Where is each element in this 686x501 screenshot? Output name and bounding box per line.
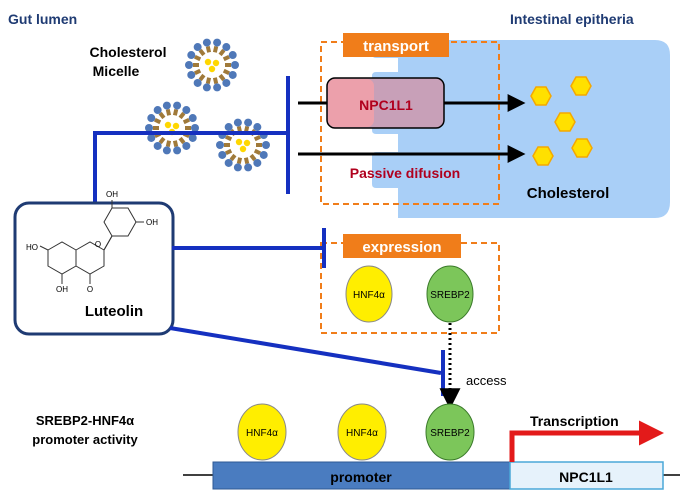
promoter-hnf4a-2 [337, 403, 387, 461]
micelle-label-line1: Cholesterol [89, 44, 166, 60]
transcription-arrow [509, 420, 664, 462]
micelle-2 [145, 101, 199, 155]
cholesterol-hexagon-4 [532, 146, 554, 166]
promoter-srebp2-label: SREBP2 [430, 428, 470, 439]
transcription-label: Transcription [530, 413, 619, 429]
npc1l1-left-tint [328, 79, 374, 127]
promoter-activity-line2: promoter activity [32, 432, 138, 447]
transport-title: transport [363, 38, 429, 55]
npc1l1-label: NPC1L1 [359, 97, 413, 113]
micelle-1 [185, 38, 239, 92]
micelle-label-line2: Micelle [93, 63, 140, 79]
promoter-label: promoter [330, 469, 392, 485]
luteolin-box [13, 201, 175, 336]
promoter-hnf4a-1-label: HNF4α [246, 428, 278, 439]
expression-srebp2 [426, 265, 474, 323]
luteolin-atom-ho: HO [26, 243, 38, 252]
promoter-hnf4a-1 [237, 403, 287, 461]
luteolin-atom-o1: O [95, 240, 101, 249]
cholesterol-hexagon-3 [554, 112, 576, 132]
passive-diffusion-label: Passive difusion [350, 165, 460, 181]
promoter-activity-line1: SREBP2-HNF4α [36, 413, 134, 428]
luteolin-atom-oh1: OH [106, 190, 118, 199]
micelle-3 [216, 118, 270, 172]
luteolin-atom-oh2: OH [146, 218, 158, 227]
transport-inhibition-line [93, 131, 286, 202]
cholesterol-label: Cholesterol [527, 185, 610, 202]
gut-lumen-label: Gut lumen [8, 11, 77, 27]
intestinal-epithelia-label: Intestinal epitheria [510, 11, 634, 27]
expression-hnf4a-label: HNF4α [353, 290, 385, 301]
npc1l1-gene [509, 461, 664, 490]
access-label: access [466, 373, 507, 388]
cholesterol-hexagon-1 [530, 86, 552, 106]
transport-inhibition [93, 76, 290, 202]
npc1l1-gene-label: NPC1L1 [559, 469, 613, 485]
promoter-hnf4a-2-label: HNF4α [346, 428, 378, 439]
cholesterol-hexagon-5 [571, 138, 593, 158]
luteolin-structure [39, 200, 144, 284]
luteolin-label: Luteolin [85, 303, 143, 320]
cholesterol-hexagons [530, 76, 593, 166]
luteolin-atom-oh3: OH [56, 285, 68, 294]
epithelial-cell [372, 40, 670, 218]
expression-hnf4a [345, 265, 393, 323]
promoter-srebp2 [425, 403, 475, 461]
transport-title-bg [343, 33, 449, 57]
expression-title-bg [343, 234, 461, 258]
expression-title: expression [362, 239, 441, 256]
luteolin-atom-o2: O [87, 285, 93, 294]
expression-box [320, 242, 500, 334]
access-inhibition-line [169, 326, 442, 375]
expression-srebp2-label: SREBP2 [430, 290, 470, 301]
cholesterol-hexagon-2 [570, 76, 592, 96]
